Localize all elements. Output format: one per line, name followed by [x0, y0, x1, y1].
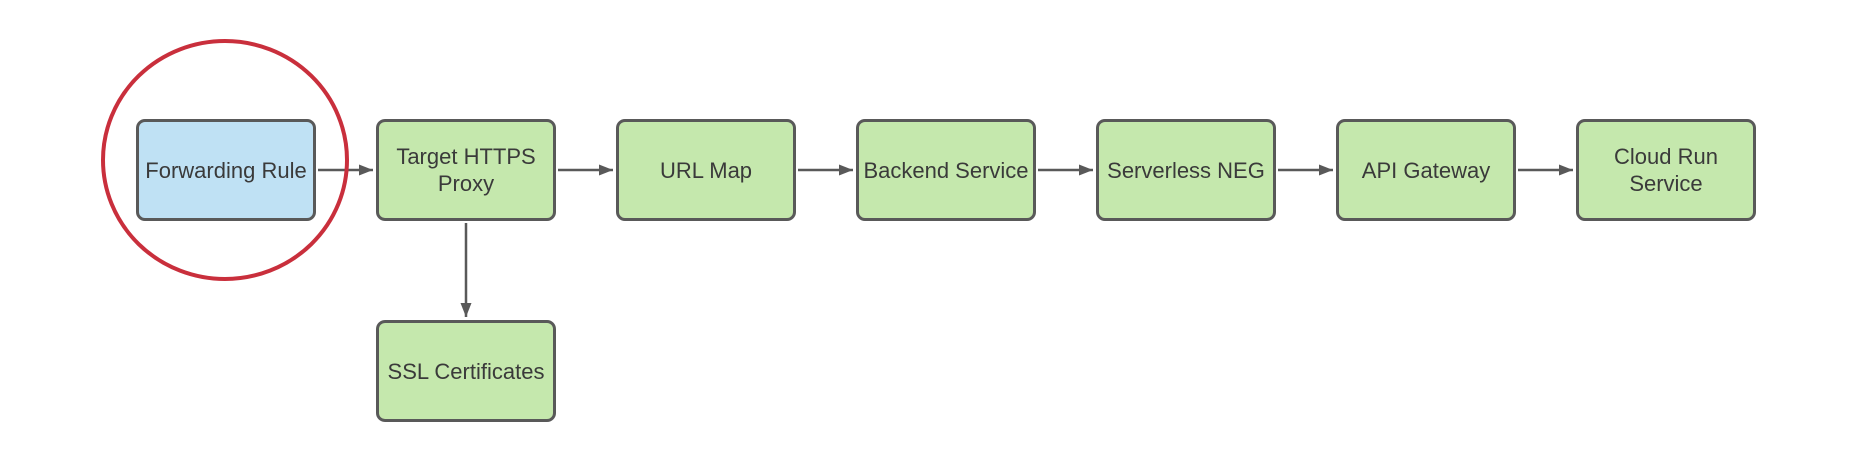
node-target-https-proxy: Target HTTPS Proxy	[376, 119, 556, 221]
node-api-gateway: API Gateway	[1336, 119, 1516, 221]
node-label: SSL Certificates	[387, 358, 545, 384]
node-label: Backend Service	[863, 157, 1029, 183]
node-label: Serverless NEG	[1107, 157, 1265, 183]
node-label: URL Map	[659, 157, 753, 183]
node-serverless-neg: Serverless NEG	[1096, 119, 1276, 221]
node-label: API Gateway	[1361, 157, 1491, 183]
node-cloud-run-service: Cloud Run Service	[1576, 119, 1756, 221]
node-url-map: URL Map	[616, 119, 796, 221]
node-backend-service: Backend Service	[856, 119, 1036, 221]
node-forwarding-rule: Forwarding Rule	[136, 119, 316, 221]
node-ssl-certificates: SSL Certificates	[376, 320, 556, 422]
node-label: Cloud Run Service	[1614, 144, 1718, 196]
node-label: Forwarding Rule	[145, 157, 307, 183]
node-label: Target HTTPS Proxy	[396, 144, 536, 196]
